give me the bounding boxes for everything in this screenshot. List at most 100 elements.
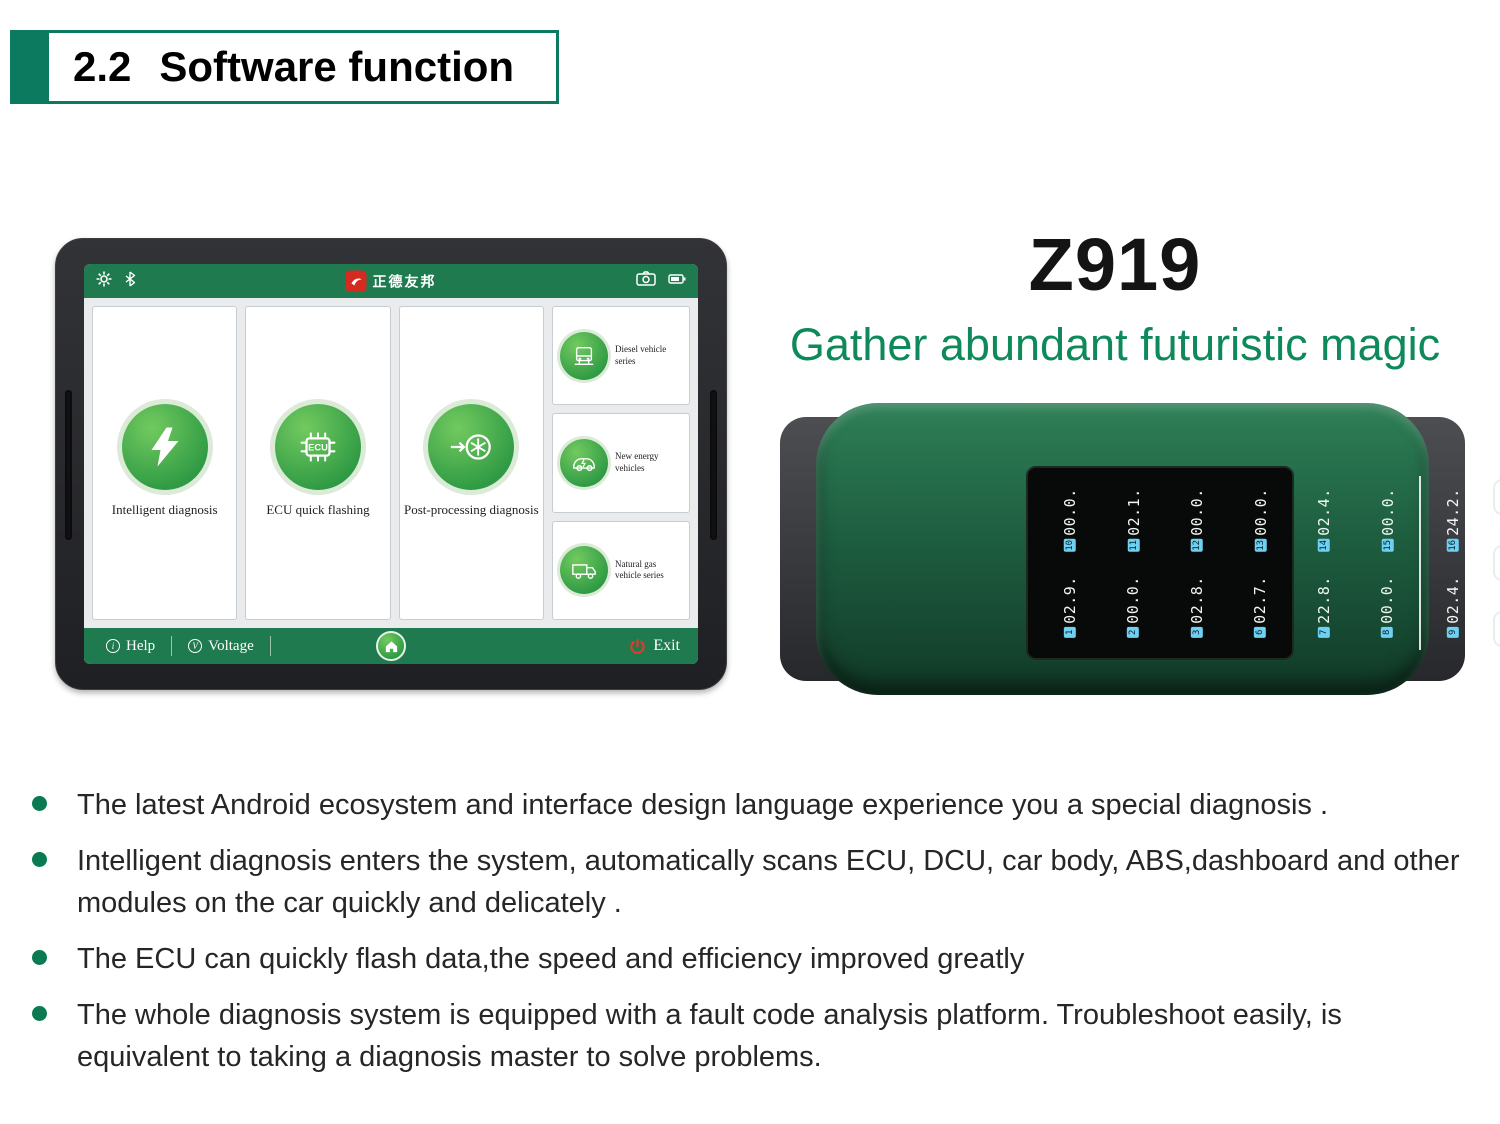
- card-ecu-quick-flashing[interactable]: ECU ECU quick flashing: [245, 306, 391, 620]
- bullet-dot: [32, 950, 47, 966]
- side-card-natural-gas[interactable]: Natural gas vehicle series: [551, 520, 690, 620]
- exit-label: Exit: [653, 637, 680, 654]
- post-processing-icon: [428, 404, 515, 490]
- camera-icon[interactable]: [636, 271, 656, 291]
- vci-reading: 2 00.0.: [1102, 563, 1166, 650]
- feature-text: The whole diagnosis system is equipped w…: [77, 999, 1342, 1074]
- card-label: Post-processing diagnosis: [403, 502, 539, 517]
- list-item: The latest Android ecosystem and interfa…: [32, 784, 1472, 826]
- reading-badge: 8: [1381, 626, 1394, 638]
- help-icon: i: [106, 639, 120, 653]
- vci-reading: 6 02.7.: [1229, 563, 1293, 650]
- brand-logo-icon: [345, 270, 367, 292]
- header-box: 2.2 Software function: [46, 30, 560, 104]
- bluetooth-icon[interactable]: [124, 270, 136, 292]
- tablet-grip-left: [65, 390, 72, 540]
- card-post-processing-diagnosis[interactable]: Post-processing diagnosis: [398, 306, 544, 620]
- voltage-icon: V: [188, 639, 203, 653]
- reading-value: 02.7.: [1251, 575, 1270, 624]
- bottombar-divider: [269, 636, 271, 656]
- reading-badge: 7: [1317, 626, 1330, 638]
- card-intelligent-diagnosis[interactable]: Intelligent diagnosis: [92, 306, 238, 620]
- help-label: Help: [126, 637, 156, 654]
- electric-car-icon: [559, 438, 608, 487]
- reading-value: 00.0.: [1124, 575, 1143, 624]
- reading-badge: 6: [1254, 626, 1267, 638]
- side-card-column: Diesel vehicle series New energy vehicle…: [551, 306, 690, 620]
- gas-van-icon: [559, 546, 608, 595]
- list-item: The whole diagnosis system is equipped w…: [32, 994, 1472, 1078]
- list-item: Intelligent diagnosis enters the system,…: [32, 840, 1472, 924]
- voltage-button[interactable]: V Voltage: [172, 628, 270, 664]
- tablet-statusbar: 正德友邦: [84, 264, 698, 298]
- reading-value: 02.9.: [1060, 575, 1079, 624]
- help-button[interactable]: i Help: [90, 628, 171, 664]
- tablet-home-grid: Intelligent diagnosis ECU ECU quick flas…: [84, 298, 698, 628]
- reading-value: 00.0.: [1378, 487, 1397, 536]
- side-card-diesel[interactable]: Diesel vehicle series: [551, 306, 690, 406]
- product-tagline: Gather abundant futuristic magic: [789, 319, 1441, 370]
- side-card-label: Diesel vehicle series: [614, 343, 667, 366]
- exit-button[interactable]: Exit: [617, 628, 692, 664]
- tablet-device: 正德友邦 Intelligent diagnosis ECU: [55, 238, 727, 690]
- vci-icon-column: [1489, 476, 1500, 650]
- feature-text: The ECU can quickly flash data,the speed…: [77, 943, 1025, 976]
- battery-icon: [668, 272, 686, 290]
- reading-badge: 2: [1127, 626, 1140, 638]
- vci-reading: 12 00.0.: [1165, 476, 1229, 563]
- lightning-icon: [121, 404, 208, 490]
- reading-badge: 10: [1063, 538, 1076, 552]
- product-title-block: Z919 Gather abundant futuristic magic: [765, 222, 1465, 371]
- tablet-grip-right: [710, 390, 717, 540]
- vci-reading: 13 00.0.: [1229, 476, 1293, 563]
- svg-text:ECU: ECU: [308, 443, 328, 453]
- feature-text: The latest Android ecosystem and interfa…: [77, 789, 1329, 821]
- card-label: Intelligent diagnosis: [111, 502, 218, 517]
- vci-reading: 1 02.9.: [1038, 563, 1102, 650]
- feature-text: Intelligent diagnosis enters the system,…: [77, 845, 1460, 920]
- usb-icon: [1492, 545, 1500, 581]
- reading-badge: 1: [1063, 626, 1076, 638]
- bullet-dot: [32, 852, 47, 868]
- tools-icon: [1492, 479, 1500, 515]
- reading-value: 02.4.: [1443, 575, 1462, 624]
- feature-list: The latest Android ecosystem and interfa…: [32, 784, 1472, 1092]
- reading-badge: 15: [1381, 538, 1394, 552]
- truck-icon: [559, 331, 608, 380]
- side-card-new-energy[interactable]: New energy vehicles: [551, 413, 690, 513]
- reading-value: 02.4.: [1314, 487, 1333, 536]
- reading-value: 24.2.: [1443, 487, 1462, 536]
- bullet-dot: [32, 796, 47, 811]
- side-card-label: Natural gas vehicle series: [614, 558, 664, 581]
- gear-icon[interactable]: [96, 271, 112, 292]
- product-model: Z919: [1028, 223, 1202, 306]
- reading-value: 00.0.: [1251, 487, 1270, 536]
- reading-badge: 9: [1446, 626, 1459, 638]
- section-header: 2.2 Software function: [10, 30, 560, 104]
- tablet-screen: 正德友邦 Intelligent diagnosis ECU: [84, 264, 698, 664]
- ecu-chip-icon: ECU: [274, 404, 361, 490]
- reading-badge: 12: [1190, 538, 1203, 552]
- header-accent-block: [10, 30, 46, 104]
- home-button[interactable]: [376, 631, 406, 661]
- brand-logo: 正德友邦: [345, 270, 437, 292]
- section-title: Software function: [159, 43, 515, 90]
- reading-badge: 14: [1317, 538, 1330, 552]
- reading-value: 02.1.: [1124, 487, 1143, 536]
- vci-reading: 15 00.0.: [1356, 476, 1420, 563]
- vci-reading: 9 02.4.: [1419, 563, 1485, 650]
- reading-value: 00.0.: [1187, 487, 1206, 536]
- reading-badge: 11: [1127, 538, 1140, 552]
- side-card-label: New energy vehicles: [614, 451, 659, 473]
- bottombar-divider: [171, 636, 173, 656]
- reading-value: 22.8.: [1314, 575, 1333, 624]
- bullet-dot: [32, 1006, 47, 1022]
- reading-badge: 13: [1254, 538, 1267, 552]
